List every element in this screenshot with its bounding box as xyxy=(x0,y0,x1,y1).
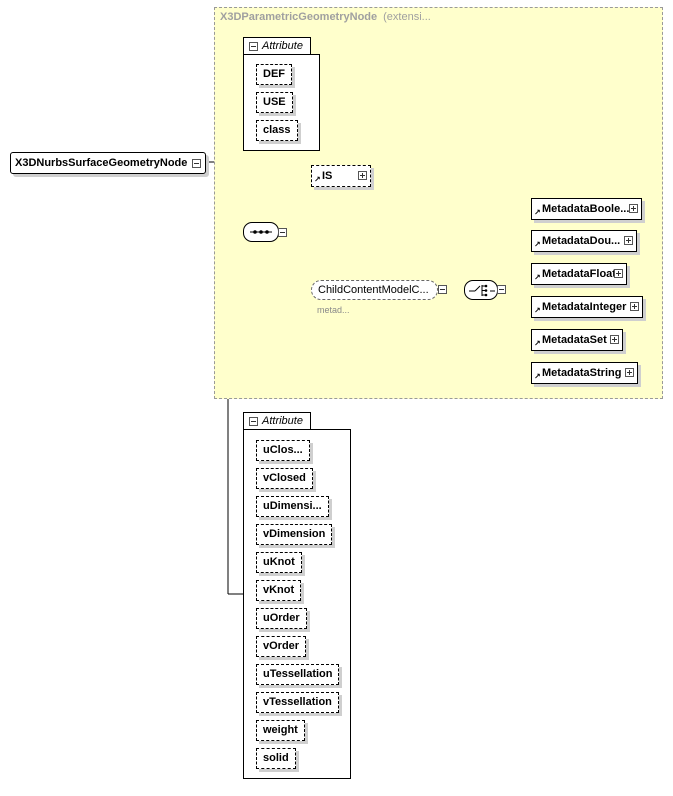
attribute-group-label: Attribute xyxy=(262,415,303,427)
collapse-icon[interactable] xyxy=(497,285,506,294)
reference-arrow-icon: ↗ xyxy=(534,306,541,315)
attribute-group-label: Attribute xyxy=(262,40,303,52)
expand-icon[interactable] xyxy=(629,204,638,213)
expand-icon[interactable] xyxy=(625,368,634,377)
element-label: MetadataFloat xyxy=(542,268,616,280)
extension-title: X3DParametricGeometryNode (extensi... xyxy=(220,11,431,23)
element-label: MetadataString xyxy=(542,367,622,379)
element-label: MetadataInteger xyxy=(542,301,627,313)
attribute-def[interactable]: DEF xyxy=(256,64,292,85)
choice-icon xyxy=(469,284,495,297)
reference-arrow-icon: ↗ xyxy=(534,240,541,249)
attribute-vdimension[interactable]: vDimension xyxy=(256,524,333,545)
element-label: MetadataSet xyxy=(542,334,607,346)
attribute-vknot[interactable]: vKnot xyxy=(256,580,302,601)
attribute-group-tab-top[interactable]: Attribute xyxy=(243,37,311,55)
attribute-solid[interactable]: solid xyxy=(256,748,296,769)
sequence-compositor[interactable] xyxy=(243,222,279,242)
element-label: MetadataDou... xyxy=(542,235,621,247)
child-content-group-note: metad... xyxy=(317,305,350,315)
attribute-weight[interactable]: weight xyxy=(256,720,305,741)
child-content-group-label: ChildContentModelC... xyxy=(318,284,429,296)
reference-arrow-icon: ↗ xyxy=(534,208,541,217)
child-content-group[interactable]: ChildContentModelC... xyxy=(311,280,438,300)
reference-arrow-icon: ↗ xyxy=(534,273,541,282)
attribute-vorder[interactable]: vOrder xyxy=(256,636,307,657)
collapse-icon[interactable] xyxy=(249,417,258,426)
sequence-icon xyxy=(250,230,272,234)
attribute-vclosed[interactable]: vClosed xyxy=(256,468,313,489)
expand-icon[interactable] xyxy=(630,302,639,311)
attribute-group-tab-bottom[interactable]: Attribute xyxy=(243,412,311,430)
element-metadata-double[interactable]: ↗ MetadataDou... xyxy=(531,230,637,252)
element-label: MetadataBoole... xyxy=(542,203,630,215)
collapse-icon[interactable] xyxy=(278,228,287,237)
expand-icon[interactable] xyxy=(624,236,633,245)
attribute-use[interactable]: USE xyxy=(256,92,293,113)
element-is[interactable]: ↗ IS xyxy=(311,165,371,187)
attribute-uclosed[interactable]: uClos... xyxy=(256,440,310,461)
choice-compositor[interactable] xyxy=(464,280,498,300)
element-metadata-set[interactable]: ↗ MetadataSet xyxy=(531,329,623,351)
collapse-icon[interactable] xyxy=(249,42,258,51)
root-element[interactable]: X3DNurbsSurfaceGeometryNode xyxy=(10,152,206,174)
expand-icon[interactable] xyxy=(610,335,619,344)
reference-arrow-icon: ↗ xyxy=(534,372,541,381)
collapse-icon[interactable] xyxy=(192,159,201,168)
attribute-class[interactable]: class xyxy=(256,120,298,141)
element-metadata-boolean[interactable]: ↗ MetadataBoole... xyxy=(531,198,642,220)
element-metadata-float[interactable]: ↗ MetadataFloat xyxy=(531,263,627,285)
expand-icon[interactable] xyxy=(614,269,623,278)
attribute-utessellation[interactable]: uTessellation xyxy=(256,664,340,685)
reference-arrow-icon: ↗ xyxy=(534,339,541,348)
attribute-uknot[interactable]: uKnot xyxy=(256,552,302,573)
element-is-label: IS xyxy=(322,170,333,182)
collapse-icon[interactable] xyxy=(438,285,447,294)
attribute-udimension[interactable]: uDimensi... xyxy=(256,496,329,517)
attribute-uorder[interactable]: uOrder xyxy=(256,608,307,629)
expand-icon[interactable] xyxy=(358,171,367,180)
extension-base-name: X3DParametricGeometryNode xyxy=(220,11,378,23)
root-element-label: X3DNurbsSurfaceGeometryNode xyxy=(15,157,188,169)
element-metadata-string[interactable]: ↗ MetadataString xyxy=(531,362,638,384)
reference-arrow-icon: ↗ xyxy=(314,175,321,184)
extension-subtitle: (extensi... xyxy=(383,11,431,23)
element-metadata-integer[interactable]: ↗ MetadataInteger xyxy=(531,296,643,318)
attribute-vtessellation[interactable]: vTessellation xyxy=(256,692,339,713)
